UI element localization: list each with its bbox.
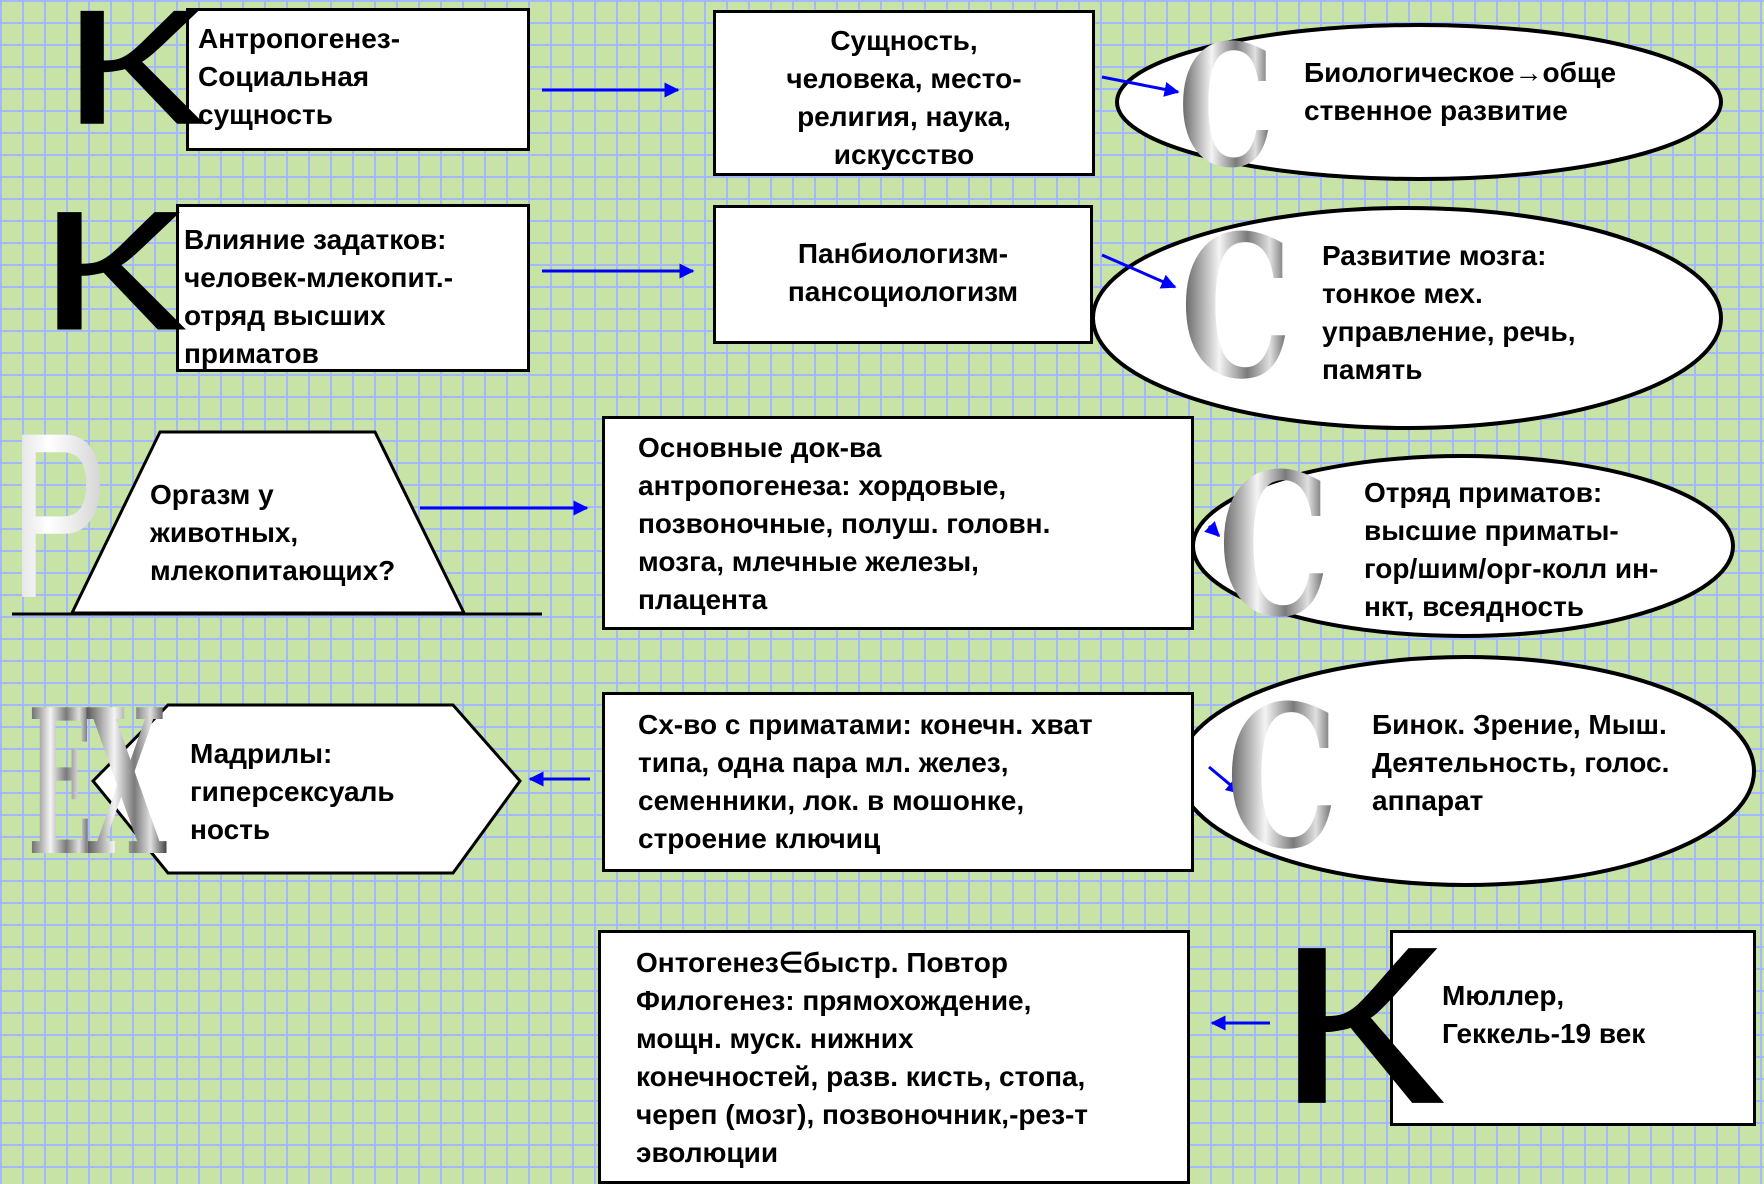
box-dokazatelstva: [602, 416, 1194, 630]
letter-k-3: К: [1274, 899, 1446, 1151]
letter-r: Р: [10, 384, 108, 648]
text-myuller: Мюллер, Геккель-19 век: [1442, 980, 1646, 1049]
text-madrily: Мадрилы: гиперсексуаль ность: [190, 738, 395, 845]
box-vliyanie: [176, 204, 530, 372]
text-binok: Бинок. Зрение, Мыш. Деятельность, голос.…: [1372, 709, 1670, 816]
letter-c-1: С: [1178, 7, 1275, 205]
letter-x: Х: [86, 666, 167, 901]
arrow-1-diag: [1101, 75, 1180, 97]
box-sushchnost: [713, 10, 1095, 176]
text-biologicheskoe: Биологическое→обще ственное развитие: [1304, 57, 1617, 126]
box-skhodstvo: [602, 692, 1194, 872]
text-panbiologizm: Панбиологизм- пансоциологизм: [787, 238, 1019, 307]
box-antropogenez: [186, 8, 530, 151]
text-sushchnost: Сущность, человека, место- религия, наук…: [786, 25, 1022, 170]
text-razvitie-mozga: Развитие мозга: тонкое мех. управление, …: [1322, 240, 1576, 385]
box-panbiologizm: [713, 205, 1093, 344]
text-dokazatelstva: Основные док-ва антропогенеза: хордовые,…: [638, 432, 1051, 615]
text-otryad-primatov: Отряд приматов: высшие приматы- гор/шим/…: [1364, 477, 1659, 622]
text-ontogenez: Онтогенез∈быстр. Повтор Филогенез: прямо…: [636, 947, 1089, 1168]
arrow-2-diag: [1101, 253, 1177, 289]
box-ontogenez: [598, 930, 1190, 1184]
letter-k-1: К: [60, 0, 206, 160]
letter-c-2: С: [1180, 193, 1293, 423]
letter-c-4: С: [1226, 663, 1339, 893]
arrow-3-diag: [1204, 521, 1221, 538]
box-myuller: [1390, 930, 1756, 1126]
arrow-4-diag: [1208, 765, 1242, 795]
text-skhodstvo: Сх-во с приматами: конечн. хват типа, од…: [638, 709, 1093, 854]
letter-e: Е: [28, 666, 93, 901]
text-orgazm: Оргазм у животных, млекопитающих?: [150, 479, 396, 586]
text-vliyanie: Влияние задатков: человек-млекопит.- отр…: [184, 224, 454, 369]
text-antropogenez: Антропогенез- Социальная сущность: [198, 23, 401, 130]
letter-k-2: К: [36, 176, 188, 367]
hexagon-madrily: [90, 703, 522, 875]
letter-c-3: С: [1218, 431, 1331, 661]
ellipse-biologicheskoe: [1115, 23, 1723, 181]
ellipse-razvitie-mozga: [1091, 206, 1723, 430]
